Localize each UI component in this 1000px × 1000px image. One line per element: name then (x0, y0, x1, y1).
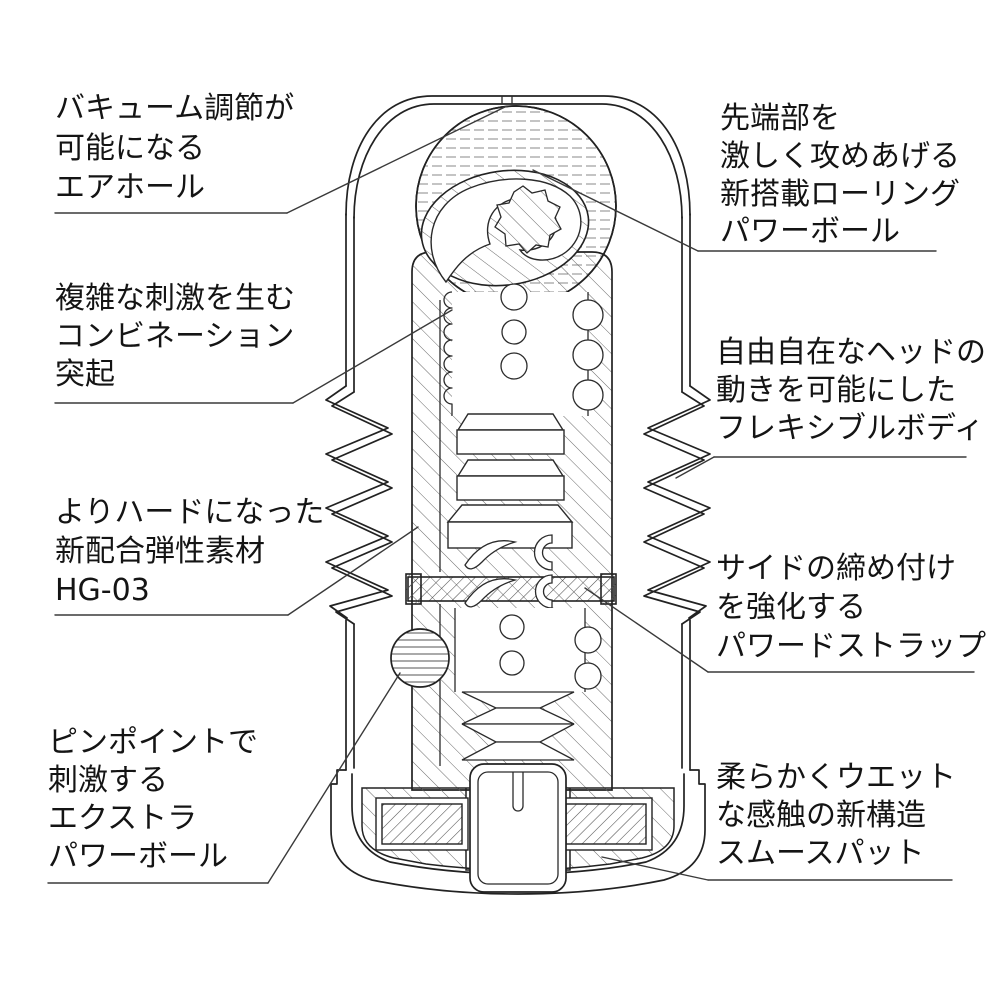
label-line: パワーボール (720, 214, 900, 249)
base-shell-outer (330, 769, 706, 895)
label-line: フレキシブルボディ (716, 411, 984, 446)
leader-flexible (675, 456, 715, 479)
right-wall-notch (572, 379, 604, 411)
outer-case (345, 95, 691, 771)
leader-hg03 (287, 526, 419, 616)
label-line: 突起 (55, 357, 115, 392)
label-line: よりハードになった (55, 495, 324, 530)
label-line: パワーボール (48, 839, 228, 874)
powered-strap (405, 573, 617, 609)
leader-lines (47, 105, 975, 884)
right-bellows (643, 385, 711, 625)
label-line: HG-03 (55, 573, 150, 608)
label-line: な感触の新構造 (716, 798, 926, 833)
label-combination-bumps: 複雑な刺激を生む コンビネーション 突起 (55, 281, 295, 392)
smooth-pad-right (559, 797, 653, 851)
strap-end-left (405, 573, 422, 605)
middle-ribs (446, 413, 574, 571)
lower-chamber (454, 608, 602, 761)
air-channel-hole (501, 319, 527, 345)
case-cap-outer (345, 95, 691, 216)
label-line: エクストラ (48, 801, 197, 836)
base-stem (469, 763, 567, 893)
leader-air-hole (286, 105, 508, 214)
label-air-hole: バキューム調節が 可能になる エアホール (55, 91, 294, 205)
label-line: 柔らかくウエット (716, 760, 956, 795)
case-cap-inner (353, 103, 683, 219)
label-line: を強化する (716, 590, 866, 625)
right-wall-notch (574, 662, 602, 690)
air-hole-mark (501, 96, 513, 104)
label-line: コンビネーション (55, 319, 294, 354)
label-extra-power-ball: ピンポイントで 刺激する エクストラ パワーボール (48, 725, 258, 874)
label-line: バキューム調節が (55, 91, 294, 126)
right-wall-notch (572, 299, 604, 331)
stem-slit (512, 772, 524, 812)
label-smooth-pad: 柔らかくウエット な感触の新構造 スムースパット (716, 760, 956, 871)
label-line: 新配合弾性素材 (55, 534, 265, 569)
label-line: エアホール (55, 170, 205, 205)
right-wall-notch (572, 339, 604, 371)
label-line: 先端部を (720, 101, 840, 136)
leader-strap (584, 587, 709, 673)
label-line: 動きを可能にした (716, 373, 956, 408)
leader-rolling-ball (532, 169, 699, 252)
upper-chamber (443, 283, 604, 416)
label-line: スムースパット (716, 836, 925, 871)
label-line: 可能になる (55, 131, 205, 166)
air-channel-hole (499, 614, 525, 640)
strap-end-right (600, 573, 617, 605)
label-flexible-body: 自由自在なヘッドの 動きを可能にした フレキシブルボディ (716, 335, 986, 446)
leader-combination (292, 309, 453, 404)
label-line: 複雑な刺激を生む (55, 281, 295, 316)
left-bellows (325, 385, 393, 625)
leader-smooth-pad (601, 856, 709, 881)
air-channel-hole (499, 650, 525, 676)
label-line: ピンポイントで (48, 725, 258, 760)
extra-power-ball (390, 628, 450, 688)
label-rolling-power-ball: 先端部を 激しく攻めあげる 新搭載ローリング パワーボール (720, 101, 960, 249)
spiral-channel (430, 178, 582, 284)
base-assembly (330, 763, 706, 895)
smooth-pad-left (375, 797, 469, 851)
label-hg03: よりハードになった 新配合弾性素材 HG-03 (55, 495, 324, 608)
label-line: サイドの締め付け (716, 551, 956, 586)
label-line: 激しく攻めあげる (720, 139, 960, 174)
label-line: 自由自在なヘッドの (716, 335, 986, 370)
label-line: 刺激する (48, 763, 168, 798)
label-line: 新搭載ローリング (720, 177, 960, 212)
air-channel-hole (500, 283, 528, 311)
label-powered-strap: サイドの締め付け を強化する パワードストラップ (716, 551, 986, 664)
air-channel-hole (500, 352, 528, 380)
inner-accordion (461, 691, 575, 761)
leader-extra-ball (267, 672, 401, 884)
label-line: パワードストラップ (716, 629, 986, 664)
gear-core (494, 185, 562, 254)
right-wall-notch (574, 626, 602, 654)
